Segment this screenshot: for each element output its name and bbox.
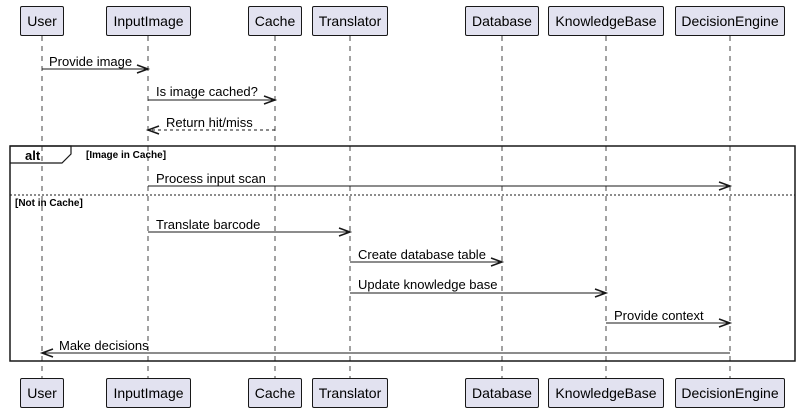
participant-knowledgebase-bottom: KnowledgeBase xyxy=(548,378,664,408)
message-arrowhead xyxy=(338,227,353,237)
message-label: Provide image xyxy=(49,54,133,69)
participant-cache-top: Cache xyxy=(248,6,302,36)
participant-knowledgebase-top: KnowledgeBase xyxy=(548,6,664,36)
message-arrowhead xyxy=(490,257,505,267)
participant-cache-bottom: Cache xyxy=(248,378,302,408)
participant-decisionengine-top: DecisionEngine xyxy=(675,6,785,36)
message-arrowhead xyxy=(718,181,733,191)
alt-fragment-keyword: alt xyxy=(25,148,41,163)
message-arrowhead xyxy=(594,288,609,298)
participant-database-bottom: Database xyxy=(465,378,539,408)
message-label: Process input scan xyxy=(156,171,266,186)
alt-fragment-tab xyxy=(10,145,72,164)
message-label: Return hit/miss xyxy=(166,115,253,130)
message-arrowhead xyxy=(718,318,733,328)
participant-user-bottom: User xyxy=(20,378,64,408)
participant-inputimage-bottom: InputImage xyxy=(106,378,191,408)
participant-decisionengine-bottom: DecisionEngine xyxy=(675,378,785,408)
alt-else-guard: [Not in Cache] xyxy=(15,198,83,209)
participant-inputimage-top: InputImage xyxy=(106,6,191,36)
alt-fragment-frame xyxy=(9,145,796,362)
message-label: Is image cached? xyxy=(156,84,258,99)
participant-translator-bottom: Translator xyxy=(312,378,388,408)
participant-translator-top: Translator xyxy=(312,6,388,36)
message-label: Translate barcode xyxy=(156,217,261,232)
message-arrowhead xyxy=(39,348,54,358)
message-arrowhead xyxy=(263,95,278,105)
message-label: Create database table xyxy=(358,247,486,262)
alt-fragment-guard: [Image in Cache] xyxy=(86,150,167,161)
participant-database-top: Database xyxy=(465,6,539,36)
message-label: Provide context xyxy=(614,308,704,323)
message-label: Update knowledge base xyxy=(358,277,498,292)
participant-user-top: User xyxy=(20,6,64,36)
message-label: Make decisions xyxy=(59,338,149,353)
message-arrowhead xyxy=(145,125,160,135)
message-arrowhead xyxy=(136,64,151,74)
